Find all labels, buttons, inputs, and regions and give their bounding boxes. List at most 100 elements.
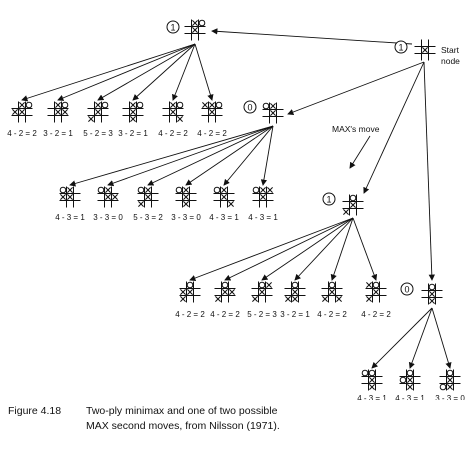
- x-mark: [285, 296, 291, 302]
- leaf-2-4-board: [321, 281, 343, 303]
- o-mark: [368, 369, 376, 377]
- o-mark: [101, 101, 109, 109]
- x-mark: [260, 194, 266, 200]
- x-mark: [209, 102, 215, 108]
- o-mark: [137, 186, 145, 194]
- leaf-2-5-eval: 4 - 2 = 2: [361, 310, 391, 319]
- x-mark: [67, 187, 73, 193]
- ply1-node-2-value: 1: [326, 195, 331, 205]
- x-mark: [192, 27, 198, 33]
- leaf-0-3-eval: 3 - 2 = 1: [118, 129, 148, 138]
- edge-ply1-0-to-leaf-0: [21, 43, 196, 102]
- leaf-1-1-board: [97, 186, 119, 208]
- o-mark: [439, 383, 447, 391]
- leaf-3-2-eval: 3 - 3 = 0: [435, 394, 465, 400]
- x-mark: [112, 194, 118, 200]
- leaf-0-5-board: [201, 101, 223, 123]
- edge-start-to-ply1-1: [287, 61, 425, 116]
- x-mark: [221, 187, 227, 193]
- x-mark: [407, 384, 413, 390]
- x-mark: [260, 187, 266, 193]
- x-mark: [229, 289, 235, 295]
- x-mark: [366, 296, 372, 302]
- ply1-node-1-value-circle: [243, 100, 257, 114]
- o-mark: [221, 281, 229, 289]
- edge-start-to-ply1-3: [423, 61, 435, 281]
- x-mark: [88, 116, 94, 122]
- x-mark: [19, 102, 25, 108]
- ply1-node-3-value-circle: [400, 282, 414, 296]
- o-mark: [262, 102, 270, 110]
- leaf-2-5-board: [365, 281, 387, 303]
- caption-line-2: MAX second moves, from Nilsson (1971).: [86, 420, 280, 432]
- x-mark: [145, 194, 151, 200]
- x-mark: [130, 116, 136, 122]
- x-mark: [222, 289, 228, 295]
- leaf-0-4-board: [162, 101, 184, 123]
- x-mark: [170, 109, 176, 115]
- edge-ply1-0-to-leaf-2: [97, 43, 196, 101]
- leaf-0-4-eval: 4 - 2 = 2: [158, 129, 188, 138]
- ply1-node-2-board: [342, 194, 364, 216]
- o-mark: [406, 369, 414, 377]
- o-mark: [446, 369, 454, 377]
- start-node-label-1: Start: [441, 45, 460, 55]
- max-move-annotation: MAX's move: [332, 124, 380, 134]
- x-mark: [270, 110, 276, 116]
- leaf-1-2-eval: 5 - 3 = 2: [133, 213, 163, 222]
- o-mark: [349, 194, 357, 202]
- x-mark: [407, 377, 413, 383]
- leaf-2-1-eval: 4 - 2 = 2: [210, 310, 240, 319]
- caption-figure-label: Figure 4.18: [8, 405, 62, 417]
- x-mark: [130, 102, 136, 108]
- x-mark: [55, 102, 61, 108]
- x-mark: [369, 377, 375, 383]
- x-mark: [369, 384, 375, 390]
- o-mark: [328, 281, 336, 289]
- edge-ply1-1-to-leaf-1: [107, 125, 274, 187]
- edge-ply1-2-to-leaf-4: [330, 217, 354, 281]
- x-mark: [177, 116, 183, 122]
- x-mark: [95, 109, 101, 115]
- x-mark: [12, 109, 18, 115]
- x-mark: [447, 377, 453, 383]
- ply1-node-0-value-circle: [166, 20, 180, 34]
- leaf-1-5-board: [252, 186, 274, 208]
- o-mark: [136, 101, 144, 109]
- edge-start-to-ply1-2: [363, 61, 425, 194]
- o-mark: [258, 281, 266, 289]
- leaf-0-2-eval: 5 - 2 = 3: [83, 129, 113, 138]
- x-mark: [373, 289, 379, 295]
- x-mark: [202, 102, 208, 108]
- max-move-arrow: [349, 135, 371, 169]
- start-node-board: [414, 39, 436, 61]
- x-mark: [447, 384, 453, 390]
- x-mark: [183, 201, 189, 207]
- x-mark: [138, 201, 144, 207]
- leaf-1-0-board: [59, 186, 81, 208]
- edge-ply1-2-to-leaf-1: [224, 217, 354, 281]
- ply1-node-2-value-circle: [322, 192, 336, 206]
- x-mark: [95, 102, 101, 108]
- o-mark: [252, 186, 260, 194]
- x-mark: [105, 194, 111, 200]
- x-mark: [429, 298, 435, 304]
- o-mark: [399, 376, 407, 384]
- edge-ply1-0-to-leaf-4: [172, 43, 196, 101]
- start-node-value: 1: [398, 43, 403, 53]
- leaf-0-3-board: [122, 101, 144, 123]
- x-mark: [180, 296, 186, 302]
- leaf-1-1-eval: 3 - 3 = 0: [93, 213, 123, 222]
- leaf-1-2-board: [137, 186, 159, 208]
- ply1-node-1-value: 0: [247, 103, 252, 113]
- leaf-3-2-board: [439, 369, 461, 391]
- ply1-node-0-board: [184, 19, 206, 41]
- o-mark: [372, 281, 380, 289]
- o-mark: [25, 101, 33, 109]
- x-mark: [366, 282, 372, 288]
- edge-ply1-0-to-leaf-3: [132, 43, 196, 101]
- x-mark: [259, 289, 265, 295]
- x-mark: [62, 109, 68, 115]
